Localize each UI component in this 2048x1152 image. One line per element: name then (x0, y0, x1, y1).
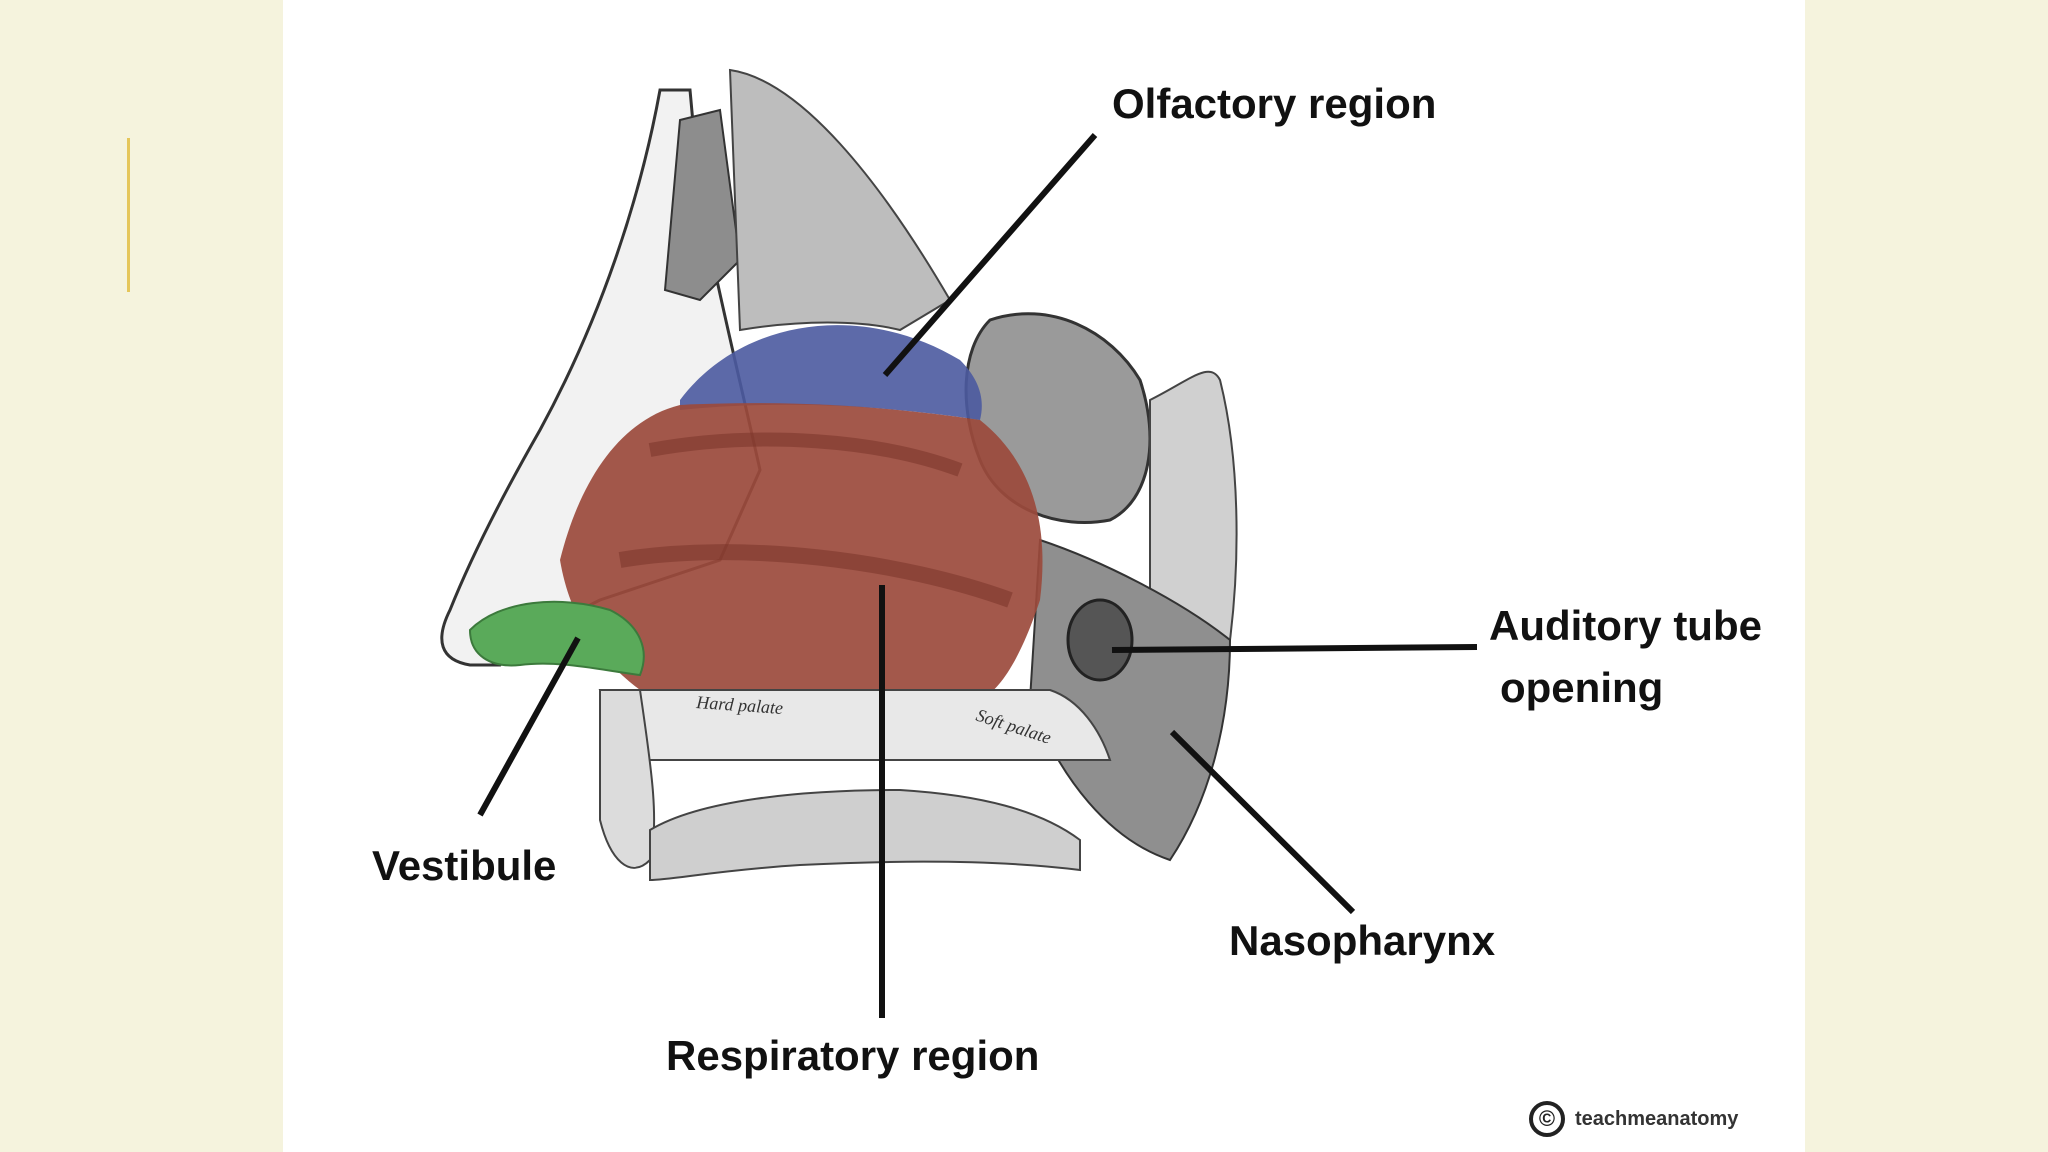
label-nasopharynx: Nasopharynx (1229, 917, 1496, 964)
teeth-row (649, 788, 1081, 882)
copyright-icon: © (1529, 1101, 1565, 1137)
vestibule-area (468, 600, 645, 677)
leader-olfactory (882, 133, 1098, 377)
credit-brand: teachmeanatomy (1575, 1107, 1739, 1130)
label-auditory-tube: Auditory tube (1489, 602, 1762, 649)
turbinate-ridge-1 (648, 432, 963, 477)
label-respiratory-region: Respiratory region (666, 1032, 1040, 1079)
leader-nasopharynx (1169, 729, 1356, 915)
credit: © teachmeanatomy (1529, 1101, 1738, 1137)
leader-vestibule (477, 636, 581, 817)
posterior-bone (1149, 370, 1238, 642)
label-olfactory-region: Olfactory region (1112, 80, 1437, 127)
label-auditory-opening: opening (1500, 664, 1664, 711)
accent-bar (127, 138, 130, 292)
label-vestibule: Vestibule (372, 842, 557, 889)
frontal-sinus (663, 108, 742, 302)
ethmoid-region (728, 68, 952, 332)
auditory-tube-ostium (1066, 598, 1134, 682)
palate-band (598, 689, 1112, 761)
turbinate-ridge-2 (618, 544, 1013, 608)
leader-auditory (1111, 644, 1478, 653)
